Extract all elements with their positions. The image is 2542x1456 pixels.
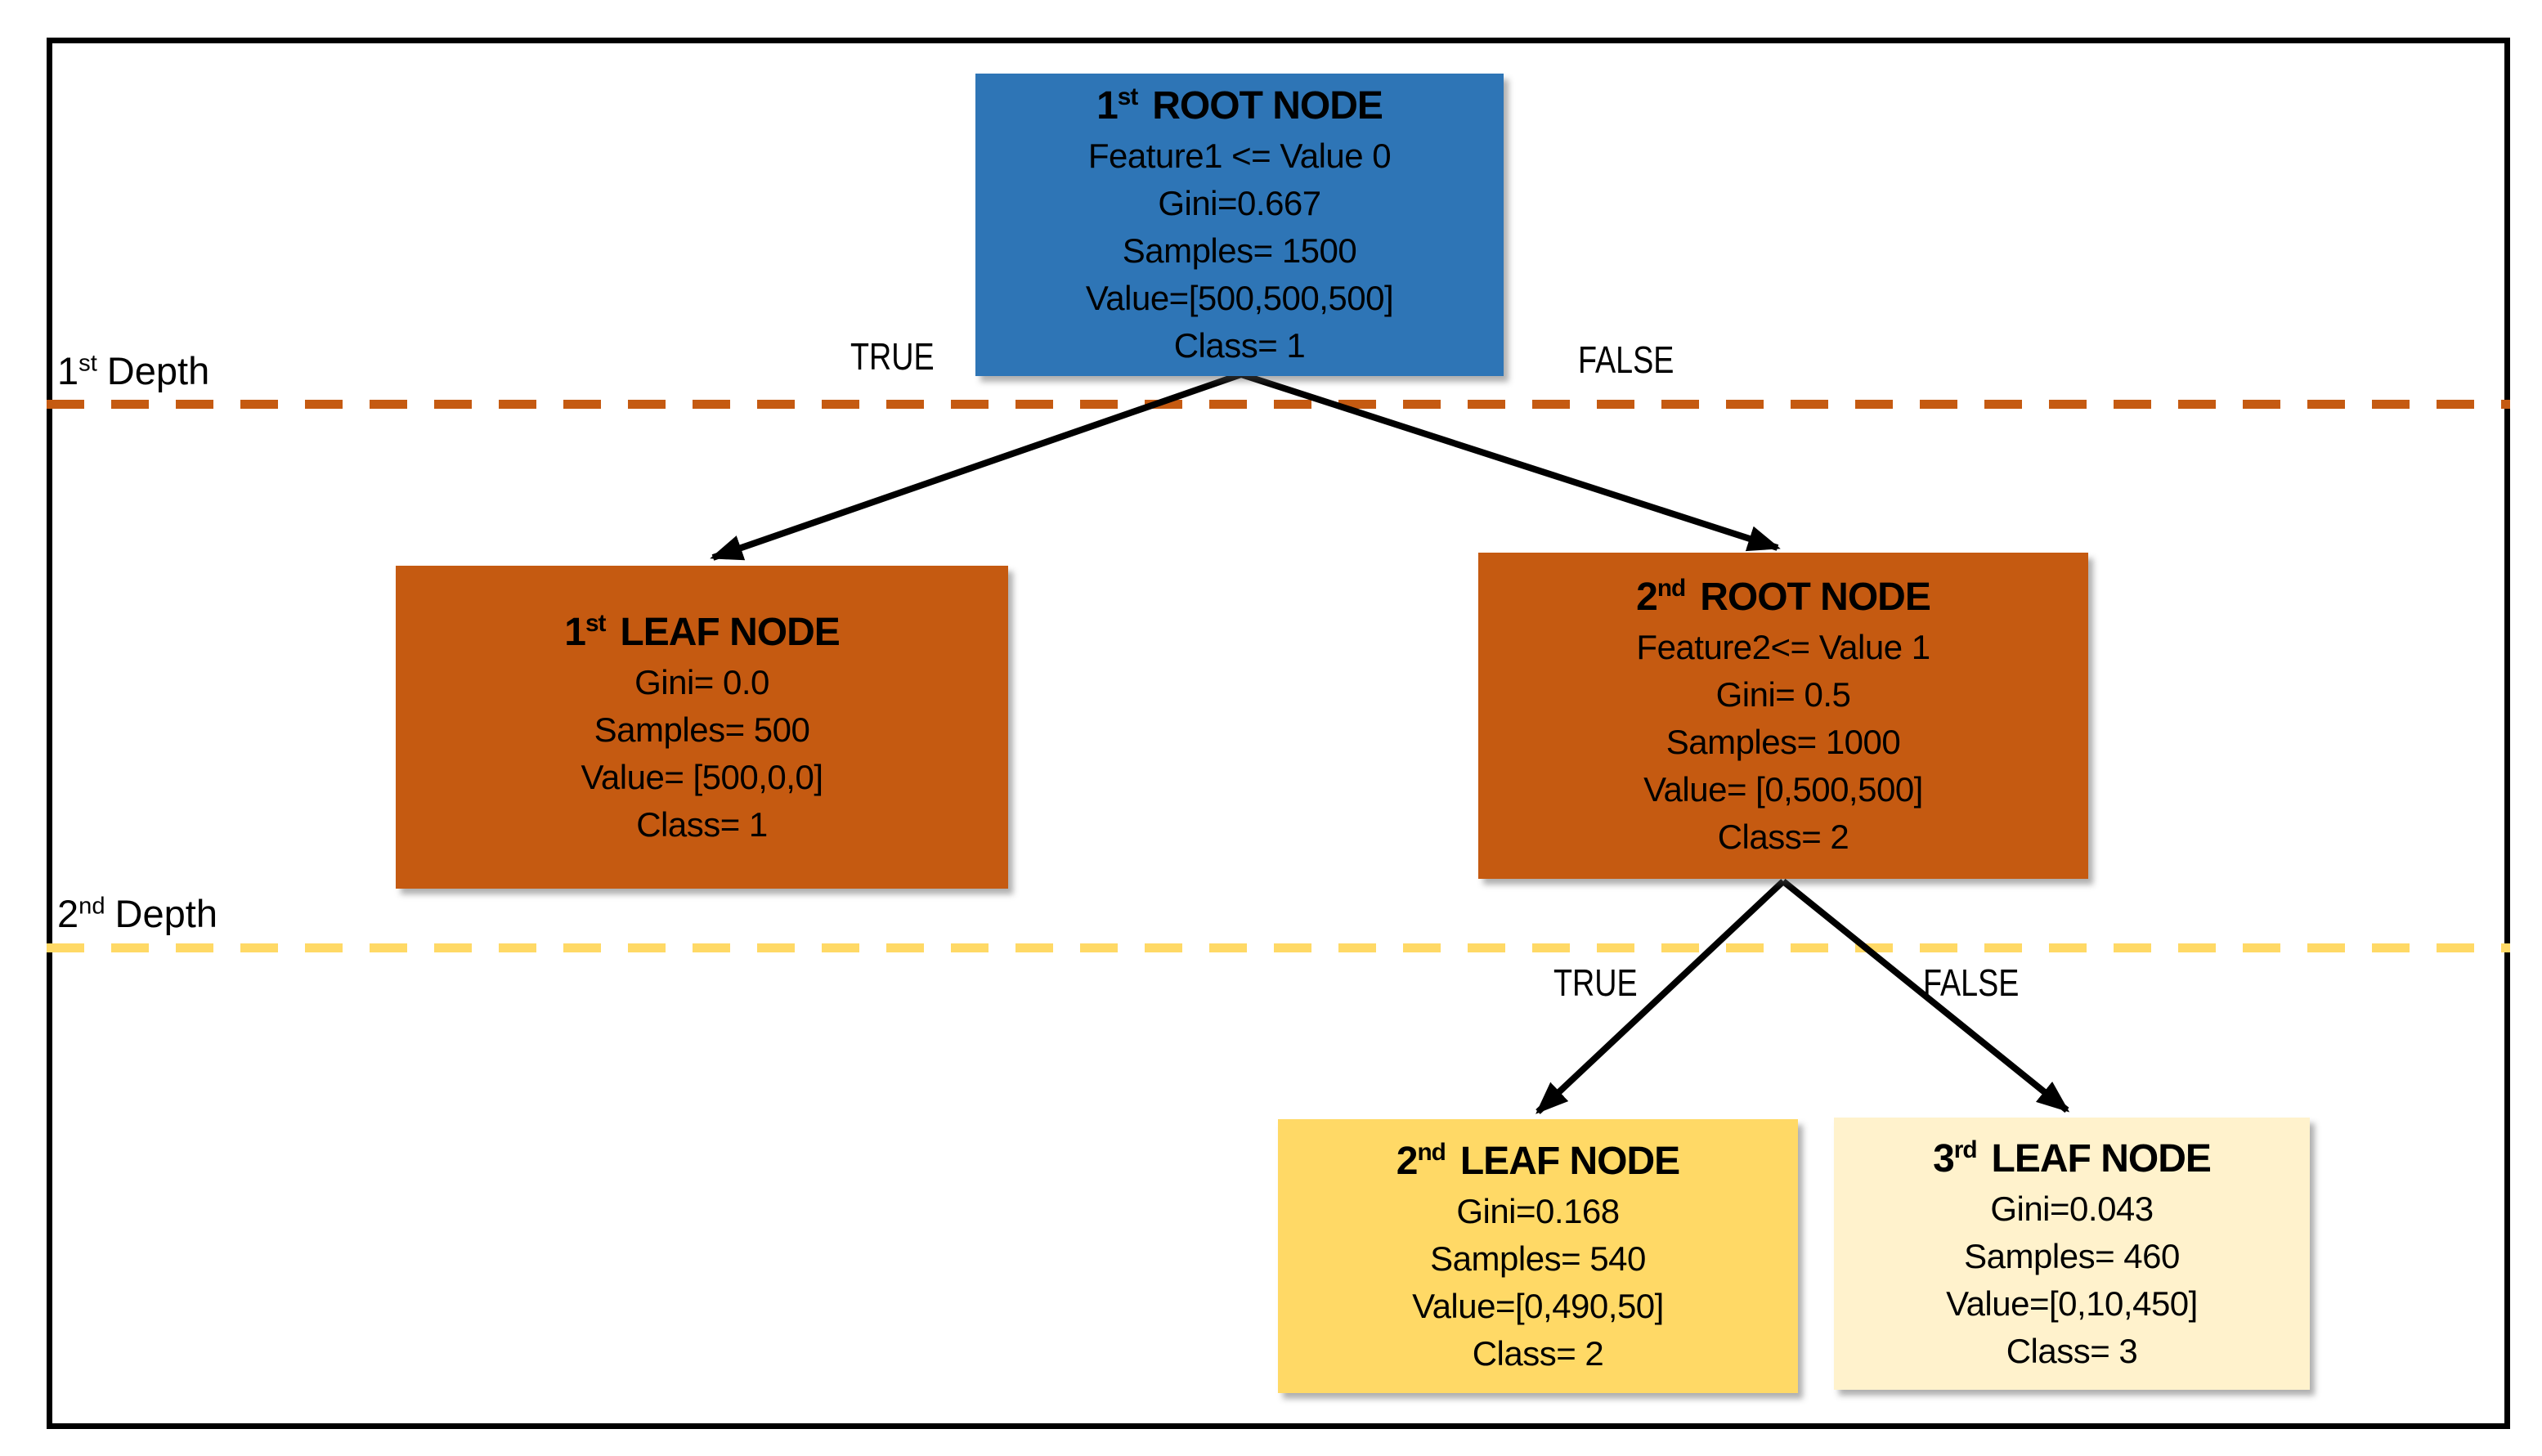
node-root-1-ordinal-suffix: st bbox=[1117, 83, 1138, 110]
node-leaf-3-ordinal-suffix: rd bbox=[1953, 1136, 1978, 1163]
node-root-2-title: 2nd ROOT NODE bbox=[1636, 571, 1931, 624]
node-leaf-2: 2nd LEAF NODE Gini=0.168 Samples= 540 Val… bbox=[1278, 1119, 1798, 1393]
node-stat-line: Samples= 460 bbox=[1964, 1236, 2180, 1275]
depth-1-dashed-line bbox=[47, 400, 2510, 409]
node-stat-line: Value= [500,0,0] bbox=[581, 757, 823, 796]
node-stat-line: Class= 1 bbox=[636, 804, 768, 844]
node-stat-line: Samples= 500 bbox=[594, 710, 810, 749]
split2-true-label: TRUE bbox=[1553, 961, 1638, 1004]
node-stat-line: Gini= 0.5 bbox=[1715, 674, 1851, 714]
split1-false-label: FALSE bbox=[1578, 338, 1674, 381]
node-leaf-1: 1st LEAF NODE Gini= 0.0 Samples= 500 Valu… bbox=[396, 566, 1008, 889]
node-root-2-ordinal-suffix: nd bbox=[1657, 574, 1686, 602]
node-stat-line: Gini=0.168 bbox=[1456, 1191, 1620, 1230]
depth-1-label: 1st Depth bbox=[57, 350, 209, 392]
node-leaf-1-ordinal-suffix: st bbox=[585, 609, 606, 637]
depth-1-ordinal-suffix: st bbox=[78, 350, 97, 377]
node-root-1-title: 1st ROOT NODE bbox=[1096, 80, 1383, 132]
node-stat-line: Value=[500,500,500] bbox=[1085, 279, 1394, 317]
diagram-border bbox=[47, 38, 2510, 1429]
depth-2-dashed-line bbox=[47, 943, 2510, 952]
node-leaf-1-title: 1st LEAF NODE bbox=[564, 607, 841, 659]
node-root-2-title-text: ROOT NODE bbox=[1700, 575, 1931, 619]
depth-2-ordinal-suffix: nd bbox=[78, 893, 105, 920]
depth-1-ordinal: 1 bbox=[57, 349, 79, 392]
node-stat-line: Class= 3 bbox=[2006, 1331, 2138, 1370]
node-stat-line: Value=[0,490,50] bbox=[1412, 1286, 1664, 1325]
node-leaf-1-title-text: LEAF NODE bbox=[620, 610, 840, 654]
node-leaf-2-title-text: LEAF NODE bbox=[1459, 1139, 1680, 1183]
node-stat-line: Gini=0.043 bbox=[1990, 1189, 2154, 1228]
depth-2-word: Depth bbox=[114, 892, 217, 935]
node-leaf-2-ordinal-suffix: nd bbox=[1417, 1138, 1446, 1166]
node-root-2: 2nd ROOT NODE Feature2<= Value 1 Gini= 0.… bbox=[1478, 553, 2088, 879]
node-stat-line: Gini= 0.0 bbox=[634, 662, 769, 701]
node-stat-line: Class= 1 bbox=[1173, 326, 1306, 365]
node-leaf-3-title: 3rd LEAF NODE bbox=[1933, 1133, 2212, 1185]
node-stat-line: Gini=0.667 bbox=[1158, 184, 1321, 222]
node-stat-line: Value= [0,500,500] bbox=[1643, 769, 1923, 809]
node-stat-line: Feature2<= Value 1 bbox=[1636, 627, 1930, 666]
node-leaf-3-title-text: LEAF NODE bbox=[1991, 1136, 2212, 1180]
node-root-2-ordinal: 2 bbox=[1636, 575, 1658, 619]
node-root-1-ordinal: 1 bbox=[1096, 84, 1119, 128]
node-stat-line: Class= 2 bbox=[1717, 817, 1849, 856]
node-root-1-title-text: ROOT NODE bbox=[1152, 84, 1383, 128]
node-root-1: 1st ROOT NODE Feature1 <= Value 0 Gini=0.… bbox=[975, 74, 1504, 376]
depth-2-label: 2nd Depth bbox=[57, 893, 217, 935]
node-leaf-3-ordinal: 3 bbox=[1933, 1136, 1955, 1180]
node-stat-line: Value=[0,10,450] bbox=[1946, 1284, 2198, 1323]
node-leaf-2-title: 2nd LEAF NODE bbox=[1396, 1136, 1680, 1188]
node-stat-line: Samples= 1500 bbox=[1122, 231, 1357, 270]
node-leaf-1-ordinal: 1 bbox=[564, 610, 586, 654]
node-leaf-3: 3rd LEAF NODE Gini=0.043 Samples= 460 Val… bbox=[1834, 1118, 2310, 1390]
node-stat-line: Samples= 1000 bbox=[1666, 722, 1901, 761]
node-stat-line: Feature1 <= Value 0 bbox=[1087, 137, 1392, 175]
depth-2-ordinal: 2 bbox=[57, 892, 79, 935]
node-leaf-2-ordinal: 2 bbox=[1396, 1139, 1419, 1183]
split1-true-label: TRUE bbox=[850, 335, 935, 378]
node-stat-line: Class= 2 bbox=[1472, 1333, 1604, 1373]
depth-1-word: Depth bbox=[106, 349, 210, 392]
node-stat-line: Samples= 540 bbox=[1430, 1239, 1646, 1278]
split2-false-label: FALSE bbox=[1923, 961, 2020, 1004]
